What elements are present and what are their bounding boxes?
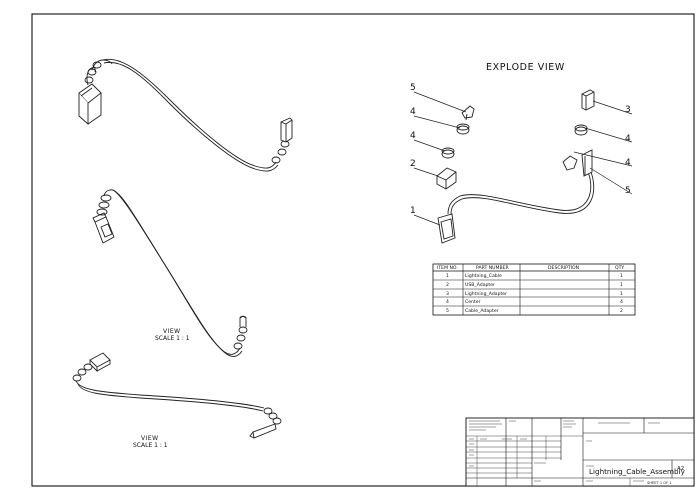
bom-row5-item: 5	[446, 308, 449, 314]
bom-header-desc: DESCRIPTION	[548, 265, 579, 271]
balloon-1-left: 1	[410, 206, 416, 216]
balloon-5-right: 5	[625, 186, 631, 196]
balloon-5-left: 5	[410, 83, 416, 93]
bom-row5-qty: 2	[620, 308, 623, 314]
balloon-labels-right: 3 4 4 5	[625, 105, 631, 196]
bom-row1-qty: 1	[620, 273, 623, 279]
bom-row2-item: 2	[446, 282, 449, 288]
sheet-border	[31, 13, 695, 487]
bom-table: ITEM NO. PART NUMBER DESCRIPTION QTY. 1 …	[432, 263, 636, 316]
balloon-4b-left: 4	[410, 131, 416, 141]
bom-row5-part: Cable_Adapter	[465, 308, 499, 314]
balloon-labels-left: 5 4 4 2 1	[410, 83, 416, 216]
view-label-2: VIEW	[141, 435, 159, 442]
bom-header-qty: QTY.	[615, 265, 625, 271]
bom-row3-item: 3	[446, 291, 449, 297]
balloon-4a-right: 4	[625, 134, 631, 144]
balloon-4b-right: 4	[625, 158, 631, 168]
sheet-number: SHEET 1 OF 1	[647, 481, 672, 485]
scale-label-1: SCALE 1 : 1	[155, 335, 190, 342]
balloon-3-right: 3	[625, 105, 631, 115]
bom-row4-qty: 4	[620, 299, 623, 305]
bom-row1-item: 1	[446, 273, 449, 279]
view-label-1: VIEW	[163, 328, 181, 335]
cable-view-top-left	[78, 58, 293, 172]
bom-row4-part: Center	[465, 299, 481, 305]
sheet-size: A2	[677, 466, 684, 472]
cable-view-bottom	[72, 352, 282, 439]
balloon-2-left: 2	[410, 159, 416, 169]
bom-row1-part: Lightning_Cable	[465, 273, 502, 279]
bom-header-item: ITEM NO.	[437, 265, 458, 271]
scale-label-2: SCALE 1 : 1	[133, 442, 168, 449]
bom-row3-qty: 1	[620, 291, 623, 297]
bom-row3-part: Lightning_Adapter	[465, 291, 507, 297]
drawing-title: Lightning_Cable_Assembly	[589, 467, 686, 476]
bom-header-part: PART NUMBER	[476, 265, 510, 271]
explode-view-parts	[436, 89, 595, 244]
cable-view-middle	[92, 189, 248, 357]
title-block-fineprint	[469, 420, 660, 482]
bom-row2-part: USB_Adapter	[465, 282, 495, 288]
bom-row2-qty: 1	[620, 282, 623, 288]
explode-view-title: EXPLODE VIEW	[486, 62, 565, 73]
balloon-leaders	[413, 91, 633, 226]
bom-row4-item: 4	[446, 299, 449, 305]
title-block	[465, 417, 695, 487]
balloon-4a-left: 4	[410, 107, 416, 117]
